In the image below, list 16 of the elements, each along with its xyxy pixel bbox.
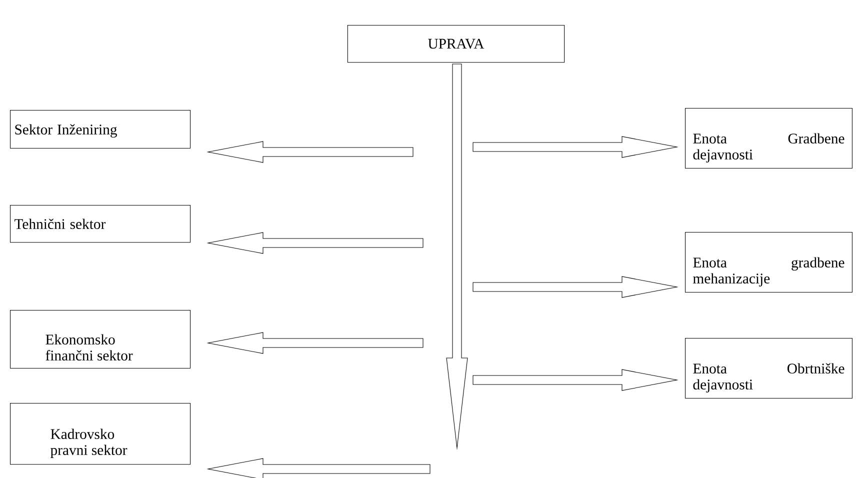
text-box: Ekonomsko finančni sektor	[10, 310, 191, 369]
text-box: UPRAVA	[347, 25, 565, 63]
block-arrow	[206, 141, 414, 163]
block-arrow	[472, 276, 678, 298]
text-box: Kadrovsko pravni sektor	[10, 403, 191, 465]
text-box: Enota gradbene mehanizacije	[685, 232, 852, 293]
text-box: Enota Obrtniške dejavnosti	[685, 338, 852, 399]
block-arrow	[206, 332, 424, 354]
block-arrow	[472, 136, 678, 158]
block-arrow	[446, 64, 468, 450]
text-box: Tehnični sektor	[10, 205, 191, 243]
block-arrow	[472, 369, 678, 391]
block-arrow	[206, 458, 430, 478]
block-arrow	[206, 232, 424, 254]
text-box: Sektor Inženiring	[10, 110, 191, 149]
text-box: Enota Gradbene dejavnosti	[685, 108, 852, 169]
